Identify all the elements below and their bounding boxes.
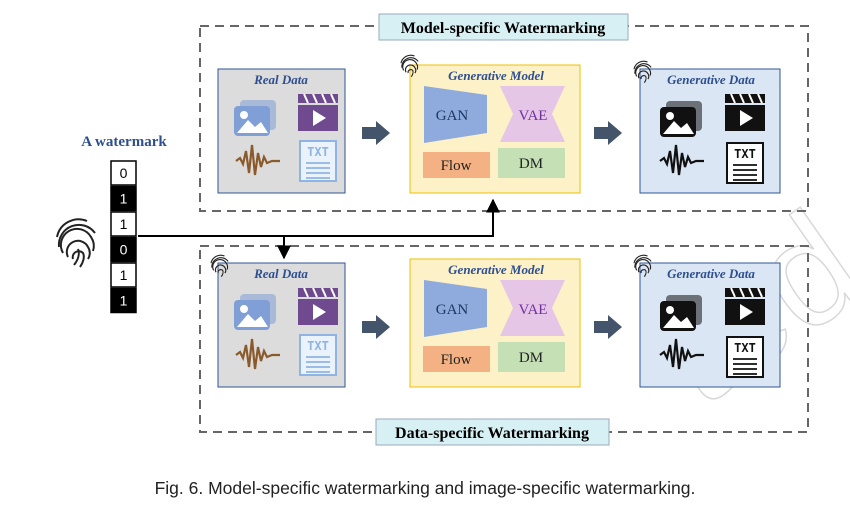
figure-caption: Fig. 6. Model-specific watermarking and … — [154, 478, 696, 498]
text-file-icon: TXT — [299, 140, 337, 182]
fingerprint-icon — [210, 254, 229, 278]
arrow-icon — [362, 121, 390, 145]
txt-icon-label: TXT — [734, 341, 756, 355]
image-icon — [234, 100, 276, 136]
vae-label: VAE — [519, 302, 548, 318]
dm-label: DM — [519, 350, 543, 366]
generative-data-title: Generative Data — [667, 266, 755, 281]
audio-wave-icon — [659, 338, 704, 370]
watermark-label: A watermark — [81, 134, 167, 150]
top-title: Model-specific Watermarking — [401, 20, 606, 37]
image-icon — [660, 295, 702, 331]
watermark-bits: 0 1 1 0 1 1 — [110, 160, 137, 314]
fingerprint-icon — [56, 218, 96, 268]
watermark-bit: 1 — [120, 293, 128, 309]
watermark-bit: 1 — [120, 191, 128, 207]
connector-line — [138, 198, 500, 237]
video-icon — [298, 287, 338, 325]
watermark-bit-cell — [110, 160, 137, 186]
watermark-bit: 0 — [120, 165, 128, 181]
watermark-bit-cell — [110, 185, 137, 212]
flow-box — [423, 152, 490, 178]
txt-icon-label: TXT — [307, 145, 329, 159]
fingerprint-icon — [633, 254, 652, 278]
flow-label: Flow — [441, 158, 472, 174]
watermark-bit-cell — [110, 287, 137, 314]
generative-model-title: Generative Model — [448, 68, 544, 83]
arrow-icon — [362, 315, 390, 339]
text-file-icon: TXT — [726, 336, 764, 378]
audio-wave-icon — [235, 144, 280, 176]
watermark-bit: 0 — [120, 242, 128, 258]
gan-shape — [424, 280, 487, 337]
vae-shape — [500, 86, 565, 142]
dm-box — [498, 342, 565, 372]
image-icon — [234, 294, 276, 330]
watermark-bit: 1 — [120, 267, 128, 283]
video-icon — [725, 93, 765, 131]
image-icon — [660, 101, 702, 137]
arrow-icon — [594, 315, 622, 339]
text-file-icon: TXT — [726, 142, 764, 184]
video-icon — [725, 287, 765, 325]
dm-label: DM — [519, 156, 543, 172]
watermark-bit-cell — [110, 236, 137, 263]
fingerprint-icon — [633, 60, 652, 84]
text-file-icon: TXT — [299, 334, 337, 376]
watermark-bit: 1 — [120, 216, 128, 232]
flow-box — [423, 346, 490, 372]
top-title-box — [378, 13, 629, 41]
video-icon — [298, 93, 338, 131]
generative-model-title: Generative Model — [448, 262, 544, 277]
dm-box — [498, 148, 565, 178]
watermark-bit-cell — [110, 211, 137, 237]
gan-label: GAN — [436, 108, 469, 124]
real-data-title: Real Data — [253, 266, 308, 281]
fingerprint-icon — [400, 54, 419, 78]
real-data-title: Real Data — [253, 72, 308, 87]
generative-data-title: Generative Data — [667, 72, 755, 87]
gan-label: GAN — [436, 302, 469, 318]
bottom-title: Data-specific Watermarking — [395, 425, 589, 442]
flow-label: Flow — [441, 352, 472, 368]
bottom-title-box — [375, 418, 610, 446]
audio-wave-icon — [235, 338, 280, 370]
vae-shape — [500, 280, 565, 336]
txt-icon-label: TXT — [734, 147, 756, 161]
arrow-icon — [594, 121, 622, 145]
watermark-bit-cell — [110, 262, 137, 288]
txt-icon-label: TXT — [307, 339, 329, 353]
gan-shape — [424, 86, 487, 143]
audio-wave-icon — [659, 144, 704, 176]
vae-label: VAE — [519, 108, 548, 124]
